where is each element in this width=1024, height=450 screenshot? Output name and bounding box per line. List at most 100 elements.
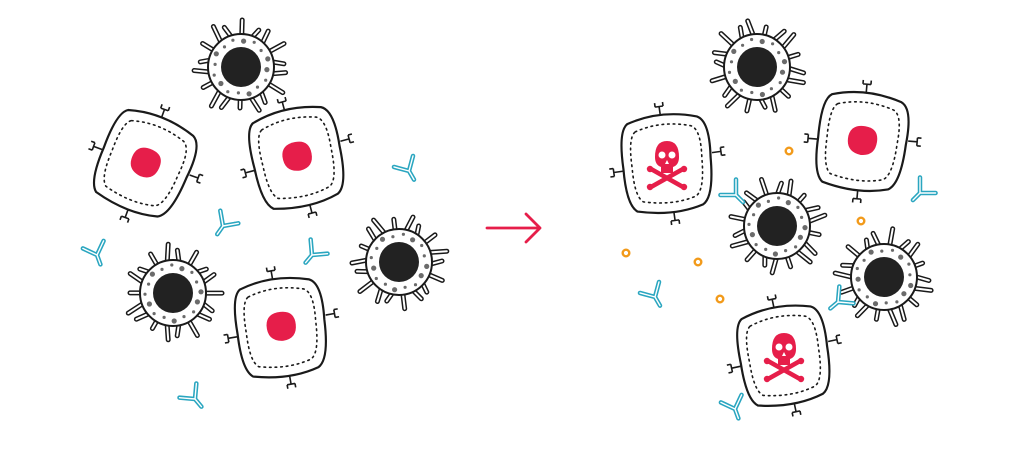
cell-nucleus [379,242,419,282]
granule [796,205,800,209]
receptor-icon [276,96,287,111]
immune-cell-icon [191,17,289,113]
antibody-icon [637,279,663,308]
receptor-icon [711,146,726,157]
receptor-icon [670,211,681,226]
granule [865,295,869,299]
granule [747,222,751,226]
granule [907,262,911,266]
cell-protrusions-inner [351,216,448,310]
arrow-path [485,212,542,244]
granule [779,69,786,75]
granule [194,299,200,305]
receptor-icon [325,308,340,319]
cytokine-icon [693,257,703,267]
granule [857,288,861,292]
skull-crossbones-icon [763,333,805,383]
granule [759,91,765,98]
granule [418,273,424,279]
granule [195,280,199,284]
receptor-icon [908,137,922,147]
granule [908,282,914,289]
granule [162,315,166,319]
granule [236,91,240,95]
receptor-icon [766,294,777,309]
immune-cell-icon [728,177,828,276]
granule [422,254,426,258]
cell-nucleus [757,206,797,246]
granule [222,45,227,49]
granule [908,273,912,277]
granule [391,235,395,239]
receptor-icon [851,189,862,204]
antibody-icon [910,175,938,203]
granule [375,246,379,250]
granule [766,199,770,203]
right-panel-after [609,18,938,421]
receptor-icon [286,375,297,389]
granule [749,232,755,238]
target-cell-icon [803,79,922,204]
granule [797,234,803,240]
granule [410,237,416,243]
granule [800,215,804,219]
granule [781,59,788,65]
granule [771,42,775,46]
receptor-icon [340,133,355,144]
dead-target-cell-icon [609,101,726,226]
granule [241,38,247,44]
granule [371,265,377,271]
granule [190,270,194,274]
target-cell-icon [88,104,204,223]
granule [226,90,230,94]
granule [898,254,904,260]
receptor-icon [609,167,623,178]
cytokine-icon [856,216,866,226]
cell-inner-membrane [824,101,901,182]
granule [872,301,879,307]
granule [764,247,768,251]
cell-inner-membrane [745,314,822,397]
granule [146,301,152,307]
antibody-icon [828,284,856,311]
cell-nucleus [864,257,904,297]
cytokine-icon [621,248,631,258]
cell-inner-membrane [243,286,318,369]
granule [231,38,235,42]
antibody-icon [177,381,204,409]
granule [750,90,754,95]
granule [413,283,418,287]
granule [149,271,155,277]
granule [759,38,765,45]
granule [741,43,745,47]
cell-inner-membrane [257,116,335,200]
granule [868,249,874,255]
granule [401,232,405,236]
granule [182,315,186,319]
cell-nucleus [221,47,261,87]
receptor-icon [803,133,818,144]
cell-nucleus [153,273,193,313]
granule [420,243,424,248]
receptor-icon [159,104,171,119]
cell-protrusions-inner [730,178,826,274]
granule [198,289,204,295]
granule [265,56,271,62]
granule [264,67,270,73]
granule [246,91,252,97]
granule [785,200,791,206]
receptor-icon [189,173,204,184]
immune-cell-icon [125,241,225,343]
granule [855,266,859,271]
granule [890,248,895,252]
granule [252,40,256,44]
granule [143,292,147,296]
granule [750,37,754,42]
granule [772,251,778,257]
granule [213,51,219,57]
receptor-icon [862,79,873,94]
granule [855,276,861,282]
cell-protrusions-inner [711,19,805,112]
cell-nucleus [737,47,777,87]
antibody-icon [303,237,330,265]
